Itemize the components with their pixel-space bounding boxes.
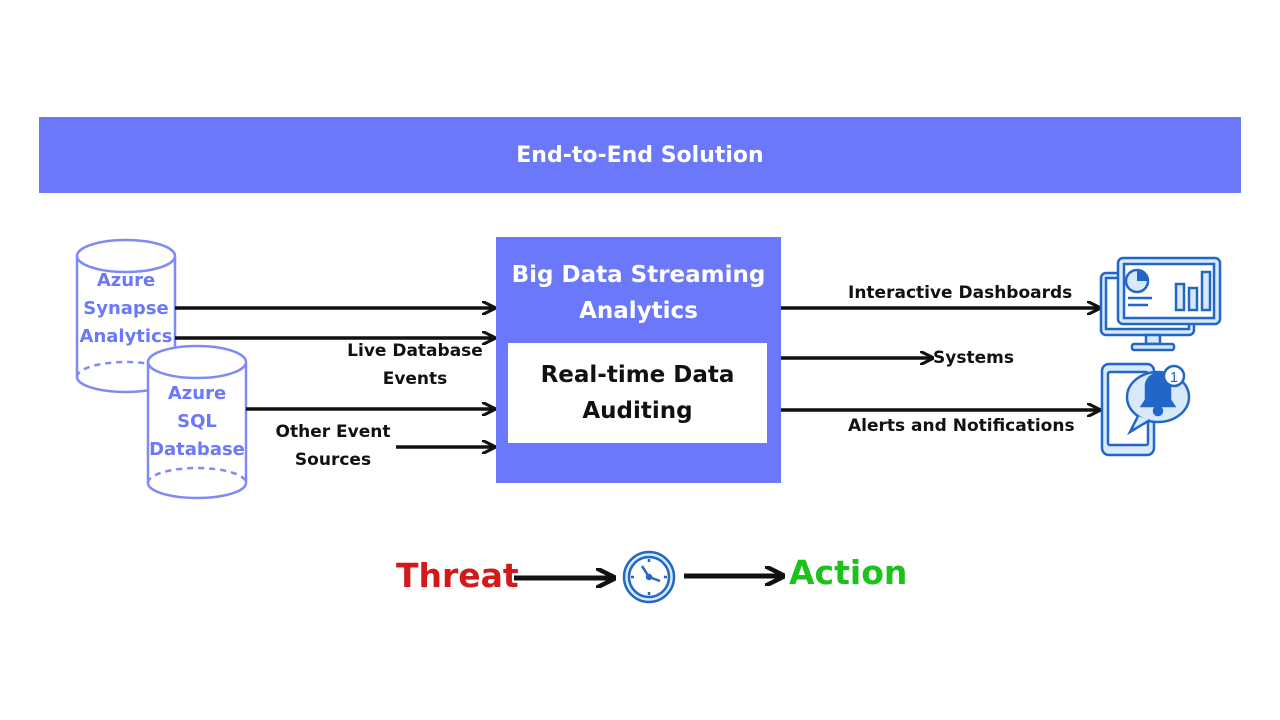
auditing-block: Real-time Data Auditing <box>508 343 767 443</box>
live-events-label: Live Database Events <box>347 341 483 389</box>
notification-count: 1 <box>1170 369 1178 386</box>
clock-icon <box>622 550 676 604</box>
threat-label: Threat <box>396 556 519 595</box>
action-label: Action <box>789 553 908 592</box>
phone-bell-notification-icon <box>1100 362 1191 457</box>
database-cylinder-icon <box>146 344 248 500</box>
source-synapse-label: Azure Synapse Analytics <box>79 270 173 347</box>
source-sql-label: Azure SQL Database <box>149 383 245 460</box>
other-sources-label: Other Event Sources <box>275 422 391 470</box>
dashboards-label: Interactive Dashboards <box>848 283 1073 303</box>
input-arrows <box>175 308 493 447</box>
monitor-dashboard-icon <box>1099 256 1222 352</box>
flow-arrows <box>514 576 781 578</box>
streaming-analytics-block: Big Data Streaming Analytics Real-time D… <box>496 237 781 483</box>
banner-title: End-to-End Solution <box>516 142 764 168</box>
title-banner: End-to-End Solution <box>39 117 1241 193</box>
core-title: Big Data Streaming Analytics <box>511 262 766 324</box>
systems-label: Systems <box>933 348 1014 368</box>
alerts-label: Alerts and Notifications <box>848 416 1075 436</box>
output-arrows <box>781 308 1098 410</box>
